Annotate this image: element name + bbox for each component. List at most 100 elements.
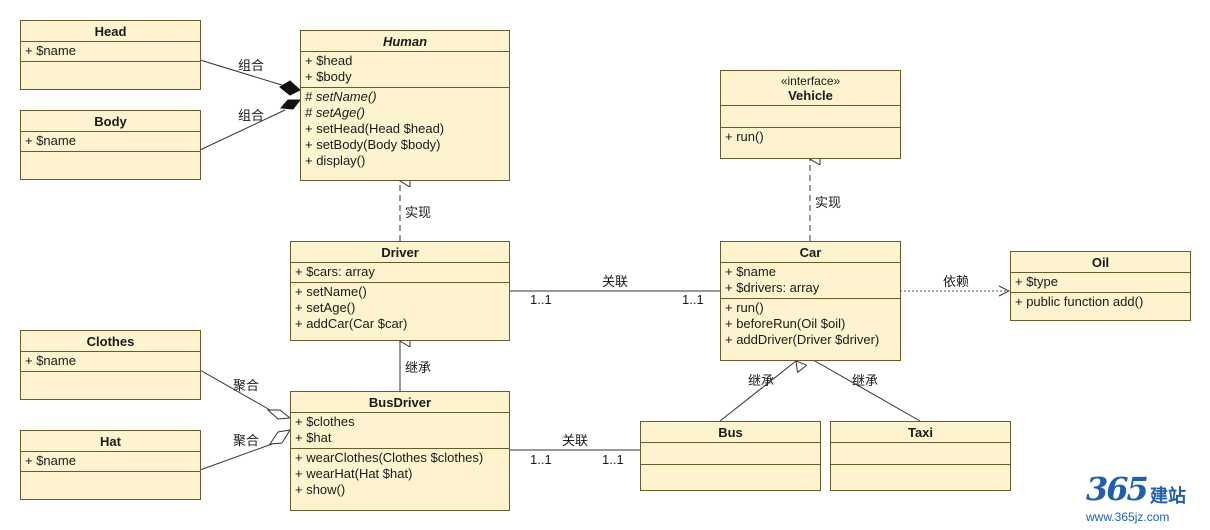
class-name: Hat: [21, 431, 200, 452]
class-operations: # setName() # setAge() + setHead(Head $h…: [301, 88, 509, 171]
operation-row: # setName(): [305, 89, 377, 104]
attribute-row: + $clothes: [295, 414, 355, 429]
watermark-url: www.365jz.com: [1086, 510, 1170, 524]
label-association-driver-car: 关联: [602, 274, 629, 289]
class-operations: [831, 465, 1010, 490]
label-composition-head: 组合: [238, 58, 265, 73]
watermark-digits: 365: [1086, 470, 1149, 508]
class-attributes: + $name: [21, 42, 200, 62]
attribute-row: + $body: [305, 69, 352, 84]
operation-row: + setAge(): [295, 300, 356, 315]
class-name: Driver: [291, 242, 509, 263]
class-name: «interface» Vehicle: [721, 71, 900, 106]
label-dependency-oil: 依赖: [943, 274, 970, 289]
aggregation-line-clothes: [199, 369, 271, 411]
label-aggregation-hat: 聚合: [233, 433, 260, 448]
watermark-name: 建站: [1150, 486, 1186, 506]
class-driver[interactable]: Driver + $cars: array + setName() + setA…: [290, 241, 510, 341]
class-car[interactable]: Car + $name + $drivers: array + run() + …: [720, 241, 901, 361]
aggregation-line-hat: [199, 443, 273, 471]
label-realize-human: 实现: [405, 205, 432, 220]
attribute-row: + $name: [25, 353, 76, 368]
class-operations: [641, 465, 820, 490]
class-operations: [21, 152, 200, 177]
class-attributes: + $name: [21, 132, 200, 152]
class-name: Clothes: [21, 331, 200, 352]
class-name: Taxi: [831, 422, 1010, 443]
class-operations: [21, 62, 200, 87]
class-attributes: + $cars: array: [291, 263, 509, 283]
operation-row: + beforeRun(Oil $oil): [725, 316, 846, 331]
inherit-line-taxi: [815, 361, 921, 422]
class-attributes: + $name + $drivers: array: [721, 263, 900, 299]
operation-row: + run(): [725, 300, 764, 315]
label-mult-bus: 1..1: [602, 452, 624, 467]
class-attributes: [641, 443, 820, 465]
attribute-row: + $type: [1015, 274, 1059, 289]
operation-row: + wearClothes(Clothes $clothes): [295, 450, 484, 465]
operation-row: + setBody(Body $body): [305, 137, 441, 152]
class-attributes: + $type: [1011, 273, 1190, 293]
attribute-row: + $hat: [295, 430, 332, 445]
attribute-row: + $name: [725, 264, 776, 279]
operation-row: + run(): [725, 129, 764, 144]
class-operations: [21, 472, 200, 497]
class-name: Car: [721, 242, 900, 263]
composition-diamond-body: [279, 99, 302, 110]
operation-row: # setAge(): [305, 105, 365, 120]
operation-row: + show(): [295, 482, 346, 497]
class-attributes: [721, 106, 900, 128]
attribute-row: + $name: [25, 43, 76, 58]
operation-row: + setName(): [295, 284, 367, 299]
operation-row: + wearHat(Hat $hat): [295, 466, 413, 481]
class-operations: + public function add(): [1011, 293, 1190, 312]
composition-line-head: [199, 59, 286, 87]
class-attributes: + $head + $body: [301, 52, 509, 88]
class-operations: + setName() + setAge() + addCar(Car $car…: [291, 283, 509, 334]
label-mult-car: 1..1: [682, 292, 704, 307]
class-name: Human: [301, 31, 509, 52]
class-attributes: + $clothes + $hat: [291, 413, 509, 449]
class-name: BusDriver: [291, 392, 509, 413]
class-clothes[interactable]: Clothes + $name: [20, 330, 201, 400]
class-name: Bus: [641, 422, 820, 443]
attribute-row: + $name: [25, 133, 76, 148]
class-name: Oil: [1011, 252, 1190, 273]
inherit-line-bus: [719, 361, 796, 422]
class-busdriver[interactable]: BusDriver + $clothes + $hat + wearClothe…: [290, 391, 510, 511]
class-hat[interactable]: Hat + $name: [20, 430, 201, 500]
label-association-busdriver-bus: 关联: [562, 433, 589, 448]
attribute-row: + $drivers: array: [725, 280, 820, 295]
composition-line-body: [199, 109, 286, 151]
aggregation-diamond-hat: [269, 429, 292, 445]
class-oil[interactable]: Oil + $type + public function add(): [1010, 251, 1191, 321]
site-watermark-logo: 365 建站 www.365jz.com: [1080, 470, 1208, 528]
class-operations: + wearClothes(Clothes $clothes) + wearHa…: [291, 449, 509, 500]
class-name: Body: [21, 111, 200, 132]
class-human[interactable]: Human + $head + $body # setName() # setA…: [300, 30, 510, 181]
attribute-row: + $name: [25, 453, 76, 468]
composition-diamond-head: [279, 80, 301, 96]
operation-row: + display(): [305, 153, 366, 168]
class-body[interactable]: Body + $name: [20, 110, 201, 180]
operation-row: + addDriver(Driver $driver): [725, 332, 880, 347]
label-inherit-taxi: 继承: [852, 373, 879, 388]
label-aggregation-clothes: 聚合: [233, 378, 260, 393]
label-composition-body: 组合: [238, 108, 265, 123]
class-operations: [21, 372, 200, 397]
class-attributes: + $name: [21, 452, 200, 472]
aggregation-diamond-clothes: [266, 409, 292, 420]
class-taxi[interactable]: Taxi: [830, 421, 1011, 491]
operation-row: + addCar(Car $car): [295, 316, 408, 331]
class-vehicle[interactable]: «interface» Vehicle + run(): [720, 70, 901, 159]
class-operations: + run() + beforeRun(Oil $oil) + addDrive…: [721, 299, 900, 350]
class-head[interactable]: Head + $name: [20, 20, 201, 90]
attribute-row: + $head: [305, 53, 353, 68]
label-realize-vehicle: 实现: [815, 195, 842, 210]
operation-row: + setHead(Head $head): [305, 121, 445, 136]
class-bus[interactable]: Bus: [640, 421, 821, 491]
label-mult-busdriver: 1..1: [530, 452, 552, 467]
class-attributes: + $name: [21, 352, 200, 372]
